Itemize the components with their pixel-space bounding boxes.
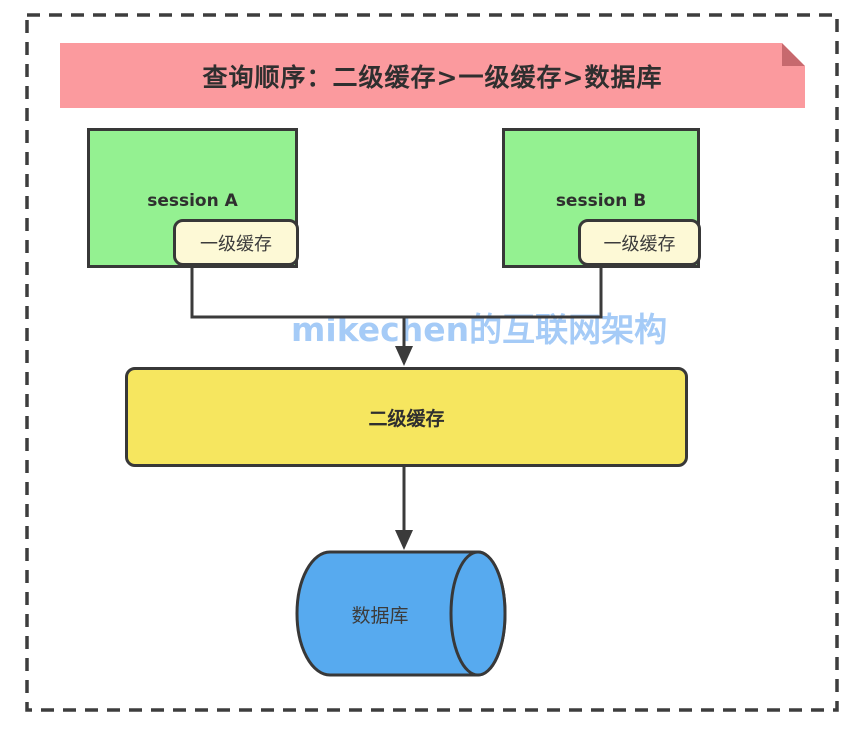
session-b-box: session B 一级缓存	[502, 128, 701, 268]
second-level-cache-label: 二级缓存	[368, 407, 445, 430]
session-a-first-level-cache: 一级缓存	[173, 219, 299, 266]
session-b-first-level-cache-label: 一级缓存	[603, 233, 676, 255]
session-b-label: session B	[555, 191, 647, 211]
database-label: 数据库	[351, 605, 409, 627]
second-level-cache-box: 二级缓存	[125, 367, 688, 467]
session-a-label: session A	[147, 191, 238, 211]
session-a-box: session A 一级缓存	[87, 128, 299, 268]
title-banner: 查询顺序：二级缓存>一级缓存>数据库	[60, 43, 805, 108]
arrow-to-db-head	[395, 530, 413, 550]
diagram-title: 查询顺序：二级缓存>一级缓存>数据库	[202, 62, 663, 92]
watermark-text: mikechen的互联网架构	[291, 310, 668, 349]
session-b-first-level-cache: 一级缓存	[578, 219, 701, 266]
session-a-first-level-cache-label: 一级缓存	[200, 233, 272, 255]
